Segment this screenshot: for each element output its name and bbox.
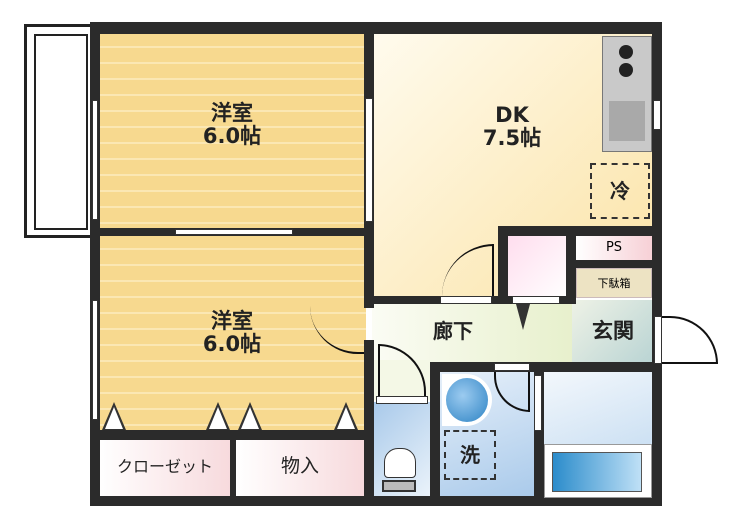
closet-area (98, 438, 234, 500)
wall-top (90, 22, 662, 34)
closet-label: クローゼット (116, 457, 213, 476)
wall-wash-left (430, 362, 440, 506)
storage-door-marker (334, 402, 358, 430)
wall-wet-top (430, 362, 662, 372)
wall-left (90, 22, 100, 506)
pipe-space: PS (576, 236, 652, 260)
window-upper-left (92, 100, 98, 220)
wall-bath-left (534, 362, 544, 506)
storage-area (236, 438, 366, 500)
closet-door-marker (102, 402, 126, 430)
wall-storage-left (498, 226, 508, 304)
storage-label: 物入 (280, 455, 319, 477)
room-size: 6.0帖 (202, 124, 262, 149)
entrance-door-frame (654, 316, 662, 364)
door-storage-frame (512, 296, 560, 304)
western-room-upper (98, 32, 366, 230)
wall-bottom (90, 496, 662, 506)
western-room-upper-label: 洋室 6.0帖 (182, 101, 282, 149)
window-kitchen (653, 100, 661, 130)
stove (602, 36, 652, 152)
storage-small (506, 236, 568, 298)
burner-icon (619, 63, 633, 77)
room-name: 洋室 (211, 101, 253, 125)
room-size: 6.0帖 (202, 332, 262, 357)
door-dk-frame (440, 296, 492, 304)
toilet-icon (384, 448, 416, 478)
burner-icon (619, 45, 633, 59)
bathtub (544, 444, 652, 498)
room-name: 洋室 (211, 309, 253, 333)
wall-closet-mid (230, 430, 236, 506)
western-room-lower-label: 洋室 6.0帖 (182, 309, 282, 357)
sliding-door-rooms[interactable] (175, 229, 293, 235)
washer-space: 洗 (444, 430, 496, 480)
door-washroom-frame (494, 363, 530, 371)
dk-label: DK 7.5帖 (462, 103, 562, 151)
refrigerator-space: 冷 (590, 163, 650, 219)
toilet-tank (382, 480, 416, 492)
storage-door-marker (238, 402, 262, 430)
washing-basin (442, 374, 492, 426)
shoe-box: 下駄箱 (576, 268, 652, 298)
window-lower-left (92, 300, 98, 420)
sink (609, 101, 645, 141)
room-name: DK (495, 103, 529, 127)
hallway-door-marker (516, 304, 530, 330)
wall-ps-bottom (566, 260, 662, 268)
wall-storage-top (498, 226, 662, 236)
closet-door-marker (206, 402, 230, 430)
bathtub-basin (552, 452, 642, 492)
hallway-label: 廊下 (433, 319, 473, 343)
balcony-inner (34, 34, 88, 230)
entrance-label: 玄関 (592, 319, 634, 343)
door-bath-frame (534, 375, 542, 431)
sliding-door-upper-dk[interactable] (365, 98, 373, 222)
entrance-area (572, 300, 654, 366)
basin-bowl (446, 378, 488, 422)
entrance-door[interactable] (662, 316, 718, 364)
wall-closet-right (364, 340, 374, 506)
door-toilet-frame (376, 396, 428, 404)
room-size: 7.5帖 (482, 126, 542, 151)
